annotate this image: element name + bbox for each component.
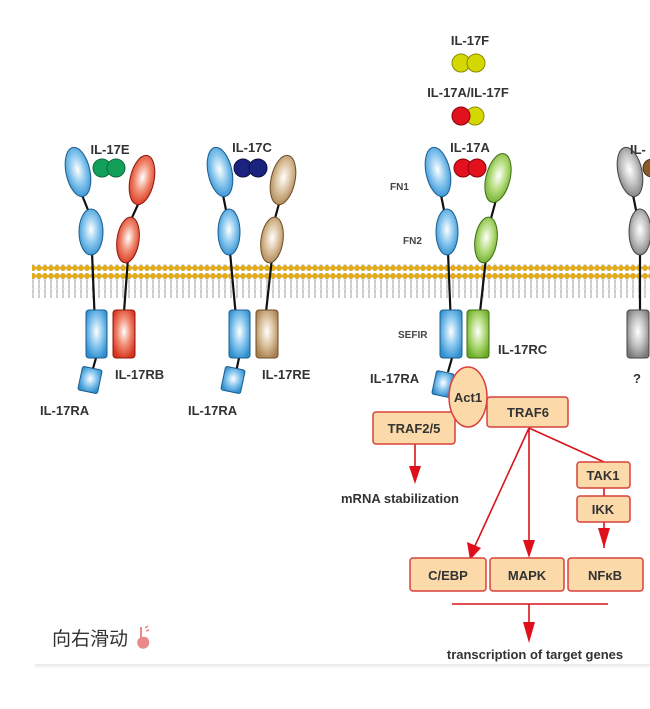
il17re-label: IL-17RE bbox=[262, 367, 311, 382]
swipe-right-hint[interactable]: 向右滑动 bbox=[52, 624, 152, 651]
tak1-label: TAK1 bbox=[587, 468, 620, 483]
partial-ligand-label: IL- bbox=[630, 142, 646, 157]
cebp-node bbox=[409, 557, 487, 592]
nfkb-node bbox=[567, 557, 644, 592]
fn2-label: FN2 bbox=[403, 236, 422, 247]
il17a-label: IL-17A bbox=[450, 140, 490, 155]
receptor-complex-il17a: IL-17F IL-17A/IL-17F IL-17A FN1 FN2 SEFI… bbox=[370, 33, 548, 398]
act1-node bbox=[448, 366, 488, 428]
cebp-label: C/EBP bbox=[428, 568, 468, 583]
sefir-label: SEFIR bbox=[398, 330, 428, 341]
mapk-label: MAPK bbox=[508, 568, 547, 583]
mapk-node bbox=[489, 557, 565, 592]
receptor-complex-il17e: IL-17E IL-17RB IL-17RA bbox=[40, 142, 164, 418]
tak1-node bbox=[576, 461, 631, 489]
receptor-complex-il17c: IL-17C IL-17RE IL-17RA bbox=[188, 140, 311, 418]
fn1-label: FN1 bbox=[390, 182, 409, 193]
il17ra-label-2: IL-17RA bbox=[188, 403, 238, 418]
section-divider bbox=[35, 664, 650, 668]
il17f-label: IL-17F bbox=[451, 33, 489, 48]
il17ra-label-3: IL-17RA bbox=[370, 371, 420, 386]
swipe-hint-text: 向右滑动 bbox=[52, 628, 129, 650]
ikk-node bbox=[576, 495, 631, 523]
il17ra-label-1: IL-17RA bbox=[40, 403, 90, 418]
il17rb-label: IL-17RB bbox=[115, 367, 164, 382]
mrna-stabilization-label: mRNA stabilization bbox=[341, 491, 459, 506]
traf6-label: TRAF6 bbox=[507, 405, 549, 420]
il17rc-label: IL-17RC bbox=[498, 342, 548, 357]
act1-label: Act1 bbox=[454, 390, 482, 405]
signaling-pathway: TRAF2/5 TRAF6 Act1 mRNA stabilization TA… bbox=[341, 366, 644, 662]
traf25-label: TRAF2/5 bbox=[388, 421, 441, 436]
receptor-complex-unknown: IL- ? bbox=[616, 142, 650, 386]
ikk-label: IKK bbox=[592, 502, 615, 517]
traf25-node bbox=[372, 411, 456, 445]
il17af-label: IL-17A/IL-17F bbox=[427, 85, 509, 100]
transcription-label: transcription of target genes bbox=[447, 647, 623, 662]
nfkb-label: NFκB bbox=[588, 568, 622, 583]
cell-membrane bbox=[32, 264, 650, 298]
traf6-node bbox=[486, 396, 569, 428]
unknown-receptor-label: ? bbox=[633, 371, 641, 386]
il17e-label: IL-17E bbox=[90, 142, 129, 157]
il17c-label: IL-17C bbox=[232, 140, 272, 155]
swipe-hand-icon bbox=[137, 624, 150, 649]
